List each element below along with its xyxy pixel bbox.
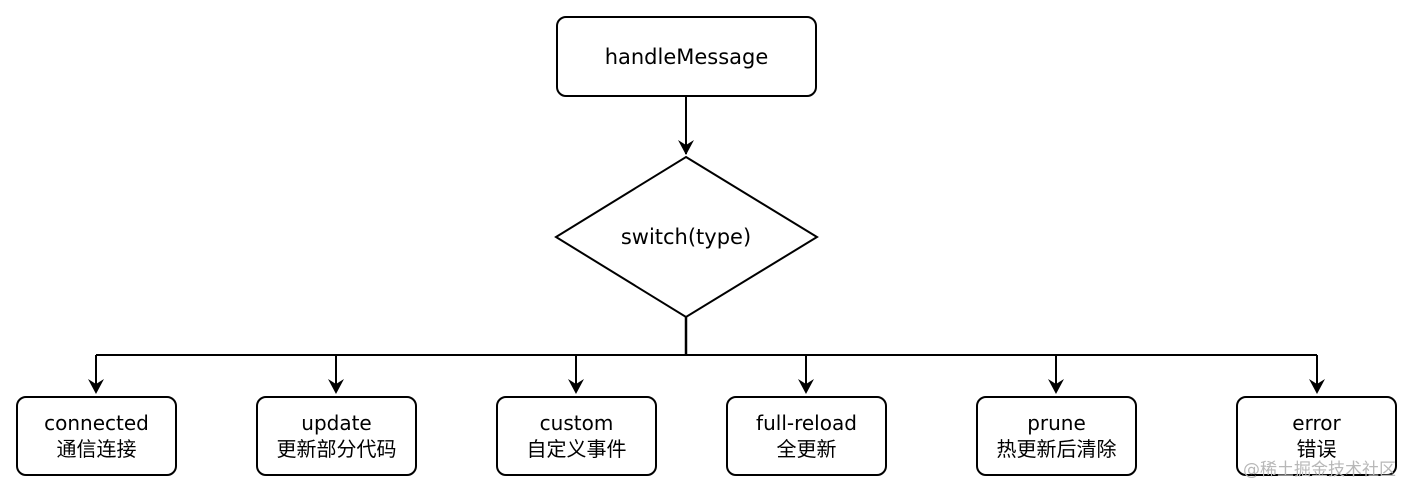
case-desc: 热更新后清除 <box>996 437 1117 461</box>
root-label: handleMessage <box>604 44 769 69</box>
branch-arrowheads <box>88 379 1325 394</box>
case-key: full-reload <box>756 411 857 435</box>
case-key: update <box>301 411 372 435</box>
case-node-custom: custom 自定义事件 <box>496 396 657 476</box>
case-node-connected: connected 通信连接 <box>16 396 177 476</box>
root-to-decision-arrowhead <box>678 140 694 155</box>
case-node-full-reload: full-reload 全更新 <box>726 396 887 476</box>
case-desc: 更新部分代码 <box>276 437 397 461</box>
case-key: connected <box>44 411 149 435</box>
watermark: @稀土掘金技术社区 <box>1243 460 1396 480</box>
case-desc: 自定义事件 <box>526 437 627 461</box>
decision-label: switch(type) <box>620 225 752 249</box>
branch-drops <box>95 355 1318 392</box>
case-key: prune <box>1027 411 1086 435</box>
case-node-prune: prune 热更新后清除 <box>976 396 1137 476</box>
case-desc: 通信连接 <box>56 437 137 461</box>
case-desc: 全更新 <box>776 437 837 461</box>
case-key: error <box>1292 411 1341 435</box>
case-node-update: update 更新部分代码 <box>256 396 417 476</box>
case-key: custom <box>539 411 614 435</box>
case-desc: 错误 <box>1296 437 1337 461</box>
root-node: handleMessage <box>556 16 817 97</box>
case-node-error: error 错误 <box>1236 396 1397 476</box>
